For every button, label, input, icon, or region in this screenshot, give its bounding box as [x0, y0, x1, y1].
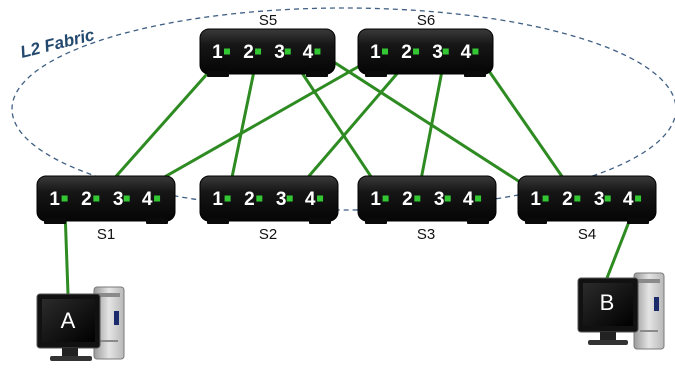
- port-number: 2: [562, 189, 573, 210]
- host-a-label: A: [61, 308, 76, 333]
- port-led: [414, 195, 421, 202]
- switch-foot: [44, 218, 66, 224]
- l2-fabric-boundary: [11, 7, 675, 211]
- switch-foot: [309, 218, 331, 224]
- port-number: 1: [49, 189, 60, 210]
- port-number: 4: [463, 189, 474, 210]
- port-led: [413, 48, 420, 55]
- switch-label: S4: [578, 226, 596, 243]
- port-number: 2: [244, 189, 255, 210]
- port-led: [444, 195, 451, 202]
- link-s5p1-s1p2: [94, 50, 229, 200]
- port-number: 4: [142, 189, 153, 210]
- switch-body: [357, 175, 497, 222]
- port-led: [635, 195, 642, 202]
- port-led: [604, 195, 611, 202]
- switch-body: [199, 175, 339, 222]
- port-led: [574, 195, 581, 202]
- port-number: 1: [370, 42, 381, 63]
- switch-foot: [207, 71, 229, 77]
- switch-body: [199, 28, 336, 75]
- port-led: [382, 48, 388, 55]
- port-led: [224, 195, 231, 202]
- host-b[interactable]: B: [577, 272, 665, 350]
- fabric-label: L2 Fabric: [18, 25, 96, 62]
- port-number: 2: [243, 42, 254, 63]
- port-number: 2: [401, 42, 412, 63]
- computer-icon: [577, 272, 665, 350]
- switch-body: [357, 28, 494, 75]
- links-layer: [63, 50, 640, 296]
- port-led: [123, 195, 130, 202]
- port-led: [442, 48, 449, 55]
- port-led: [382, 195, 389, 202]
- port-led: [317, 195, 324, 202]
- switch-foot: [146, 218, 168, 224]
- port-led: [154, 195, 161, 202]
- link-s6p1-s1p3: [125, 50, 387, 200]
- link-s5p3-s3p1: [286, 50, 388, 200]
- computer-icon: [36, 286, 125, 361]
- switch-body: [36, 175, 176, 222]
- port-led: [224, 48, 230, 55]
- port-number: 3: [432, 42, 443, 63]
- port-number: 4: [623, 189, 634, 210]
- port-led: [314, 48, 321, 55]
- switch-label: S1: [97, 226, 115, 243]
- port-led: [542, 195, 549, 202]
- switch-label: S6: [417, 12, 435, 29]
- port-number: 2: [81, 189, 92, 210]
- port-number: 4: [461, 42, 472, 63]
- switch-foot: [464, 71, 486, 77]
- port-number: 1: [212, 189, 223, 210]
- switch-body: [517, 175, 657, 222]
- port-led: [284, 48, 291, 55]
- port-number: 3: [594, 189, 605, 210]
- switch-foot: [365, 218, 387, 224]
- port-led: [93, 195, 100, 202]
- switch-label: S2: [259, 226, 277, 243]
- port-number: 4: [305, 189, 316, 210]
- port-number: 1: [370, 189, 381, 210]
- switch-foot: [467, 218, 489, 224]
- port-number: 3: [113, 189, 124, 210]
- link-s6p2-s2p3: [288, 50, 418, 200]
- link-s6p4-s4p2: [473, 50, 579, 200]
- port-number: 1: [530, 189, 541, 210]
- link-s5p2-s2p1: [226, 50, 260, 200]
- host-a[interactable]: A: [36, 286, 125, 361]
- switch-label: S5: [259, 12, 277, 29]
- host-b-label: B: [600, 290, 615, 315]
- port-led: [475, 195, 482, 202]
- port-number: 2: [402, 189, 413, 210]
- switch-foot: [306, 71, 328, 77]
- link-s6p3-s3p2: [415, 50, 448, 200]
- switch-foot: [525, 218, 547, 224]
- port-led: [255, 48, 262, 55]
- port-number: 1: [212, 42, 223, 63]
- port-number: 4: [303, 42, 314, 63]
- port-led: [286, 195, 293, 202]
- switch-foot: [365, 71, 387, 77]
- switch-label: S3: [417, 226, 435, 243]
- port-number: 3: [276, 189, 287, 210]
- switch-foot: [627, 218, 649, 224]
- switch-foot: [207, 218, 229, 224]
- port-led: [256, 195, 263, 202]
- port-number: 3: [434, 189, 445, 210]
- port-number: 3: [274, 42, 285, 63]
- port-led: [61, 195, 68, 202]
- port-led: [472, 48, 479, 55]
